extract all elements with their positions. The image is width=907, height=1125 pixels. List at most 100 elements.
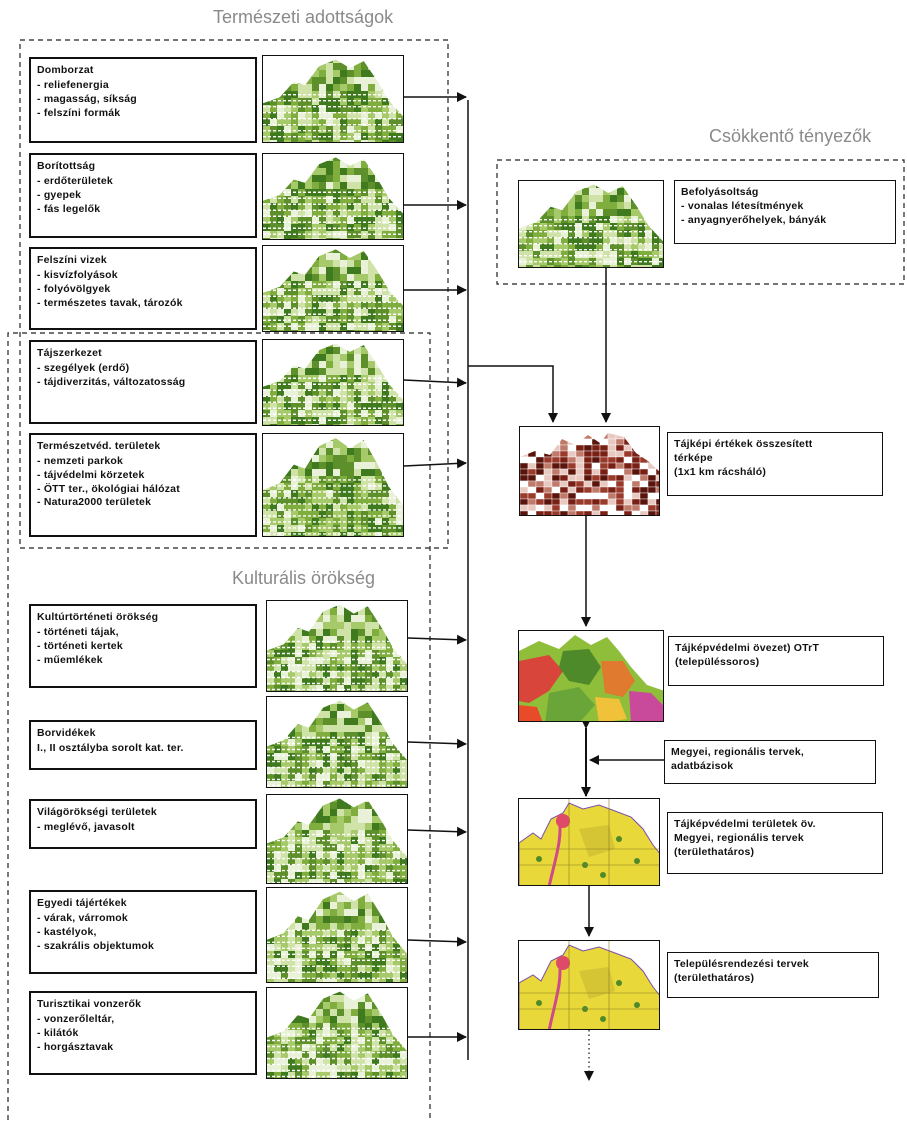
brown-grid-map — [520, 433, 659, 515]
green-relief-map — [267, 798, 407, 883]
protected-line: Megyei, regionális tervek — [674, 831, 804, 844]
settlement-plan-map — [518, 940, 660, 1030]
green-relief-map — [267, 891, 407, 982]
zone-line: (településsoros) — [675, 655, 760, 668]
green-relief-map — [267, 604, 407, 691]
thumbnail-map-world-heritage — [266, 794, 408, 884]
factor-title: Borítottság — [37, 160, 96, 172]
thumbnail-map-nature-protection — [262, 433, 404, 537]
summary-grid-map — [519, 426, 660, 516]
factor-item: - gyepek — [37, 188, 82, 201]
summary-line: térképe — [674, 451, 713, 464]
factor-item: - műemlékek — [37, 653, 103, 666]
cultural-group-frame — [7, 332, 431, 1120]
factor-box-wine-regions: Borvidékek I., II osztályba sorolt kat. … — [29, 720, 257, 770]
thumbnail-map-influence — [518, 180, 664, 268]
county-line: adatbázisok — [671, 759, 734, 772]
green-relief-map — [263, 343, 403, 425]
factor-box-world-heritage: Világörökségi területek - meglévő, javas… — [29, 799, 257, 849]
thumbnail-map-cultural-history — [266, 600, 408, 692]
zone-line: Tájképvédelmi övezet) OTrT — [675, 642, 820, 654]
factor-item: - történeti kertek — [37, 639, 123, 652]
thumbnail-map-coverage — [262, 153, 404, 240]
factor-item: - természetes tavak, tározók — [37, 296, 183, 309]
reducing-item: - vonalas létesítmények — [681, 199, 804, 212]
factor-item: I., II osztályba sorolt kat. ter. — [37, 741, 184, 754]
factor-box-tourism: Turisztikai vonzerők - vonzerőleltár, - … — [29, 991, 257, 1075]
factor-item: - erdőterületek — [37, 174, 113, 187]
factor-item: - történeti tájak, — [37, 625, 119, 638]
factor-item: - felszíni formák — [37, 106, 121, 119]
summary-line: Tájképi értékek összesített — [674, 438, 813, 450]
factor-box-cultural-history: Kultúrtörténeti örökség - történeti tája… — [29, 604, 257, 688]
factor-title: Természetvéd. területek — [37, 440, 161, 452]
factor-item: - tájdiverzitás, változatosság — [37, 375, 186, 388]
colored-zone-map — [519, 631, 663, 721]
thumbnail-map-relief — [262, 55, 404, 143]
settlement-line: (területhatáros) — [674, 971, 755, 984]
factor-item: - szegélyek (erdő) — [37, 361, 130, 374]
factor-item: - nemzeti parkok — [37, 454, 124, 467]
factor-item: - vonzerőleltár, — [37, 1012, 115, 1025]
settlement-line: Településrendezési tervek — [674, 958, 809, 970]
factor-item: - kilátók — [37, 1026, 79, 1039]
reducing-group-frame — [496, 159, 905, 285]
protected-line: Tájképvédelmi területek öv. — [674, 818, 816, 830]
summary-text-box: Tájképi értékek összesített térképe (1x1… — [667, 432, 883, 496]
factor-box-surface-water: Felszíni vizek - kisvízfolyások - folyóv… — [29, 247, 257, 330]
green-relief-map — [263, 438, 403, 536]
factor-title: Egyedi tájértékek — [37, 897, 127, 909]
factor-item: - várak, várromok — [37, 911, 128, 924]
settlement-text-box: Településrendezési tervek (területhatáro… — [667, 952, 879, 998]
factor-item: - reliefenergia — [37, 78, 109, 91]
factor-item: - fás legelők — [37, 202, 101, 215]
thumbnail-map-surface-water — [262, 245, 404, 332]
factor-title: Borvidékek — [37, 727, 96, 739]
factor-title: Tájszerkezet — [37, 347, 102, 359]
factor-item: - tájvédelmi körzetek — [37, 468, 145, 481]
section-title-natural: Természeti adottságok — [213, 7, 394, 27]
factor-title: Kultúrtörténeti örökség — [37, 611, 159, 623]
green-relief-map — [263, 59, 403, 142]
factor-item: - ÖTT ter., ökológiai hálózat — [37, 482, 180, 495]
thumbnail-map-landscape-structure — [262, 339, 404, 426]
thumbnail-map-landscape-values — [266, 887, 408, 983]
factor-item: - kisvízfolyások — [37, 268, 118, 281]
green-relief-map — [263, 249, 403, 331]
factor-title: Felszíni vizek — [37, 254, 107, 266]
protected-area-map — [518, 798, 660, 886]
factor-item: - magasság, síkság — [37, 92, 137, 105]
green-relief-map — [267, 700, 407, 787]
factor-title: Világörökségi területek — [37, 806, 157, 818]
factor-box-landscape-structure: Tájszerkezet - szegélyek (erdő) - tájdiv… — [29, 340, 257, 424]
green-relief-map — [263, 157, 403, 239]
factor-item: - Natura2000 területek — [37, 496, 152, 509]
green-relief-map — [267, 991, 407, 1078]
county-input-box: Megyei, regionális tervek, adatbázisok — [664, 740, 876, 784]
factor-item: - kastélyok, — [37, 925, 97, 938]
factor-item: - horgásztavak — [37, 1040, 114, 1053]
green-relief-map — [519, 184, 663, 267]
thumbnail-map-wine-regions — [266, 696, 408, 788]
reducing-item: - anyagnyerőhelyek, bányák — [681, 213, 827, 226]
factor-box-relief: Domborzat - reliefenergia - magasság, sí… — [29, 57, 257, 143]
yellow-settlement-map — [519, 941, 659, 1029]
section-title-reducing: Csökkentő tényezők — [709, 126, 872, 146]
thumbnail-map-tourism — [266, 987, 408, 1079]
factor-box-nature-protection: Természetvéd. területek - nemzeti parkok… — [29, 433, 257, 537]
factor-item: - folyóvölgyek — [37, 282, 111, 295]
reducing-title: Befolyásoltság — [681, 186, 759, 198]
summary-line: (1x1 km rácsháló) — [674, 465, 767, 478]
section-title-cultural: Kulturális örökség — [232, 568, 376, 588]
zone-map — [518, 630, 664, 722]
factor-box-coverage: Borítottság - erdőterületek - gyepek - f… — [29, 153, 257, 238]
yellow-area-map — [519, 799, 659, 885]
zone-text-box: Tájképvédelmi övezet) OTrT (településsor… — [668, 636, 884, 686]
factor-title: Turisztikai vonzerők — [37, 998, 142, 1010]
factor-item: - meglévő, javasolt — [37, 820, 135, 833]
factor-item: - szakrális objektumok — [37, 939, 155, 952]
county-line: Megyei, regionális tervek, — [671, 746, 805, 758]
factor-title: Domborzat — [37, 64, 94, 76]
